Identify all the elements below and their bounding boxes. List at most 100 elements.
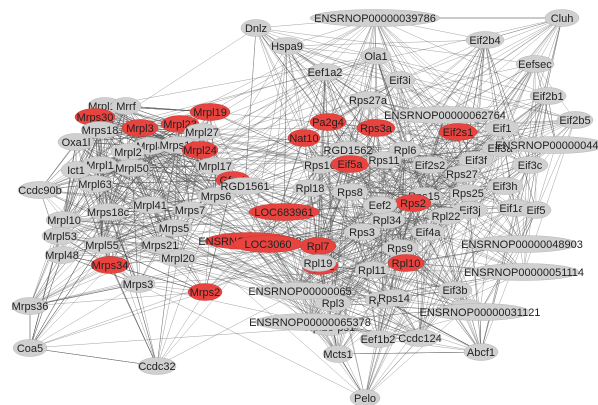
network-edge	[480, 243, 523, 353]
network-node: Rpl18	[292, 179, 328, 197]
node-ellipse	[292, 179, 328, 197]
network-edge	[61, 209, 191, 256]
node-ellipse	[44, 246, 80, 264]
node-label: Cluh	[551, 13, 574, 25]
node-label: Rpl22	[432, 211, 461, 223]
network-edge	[29, 291, 206, 349]
network-edge	[286, 45, 481, 313]
node-label: LOC683961	[254, 207, 313, 219]
network-node: Mrps6	[196, 187, 236, 205]
node-ellipse	[366, 151, 402, 169]
node-label: Rps14	[378, 293, 410, 305]
node-label: Eif3h	[492, 181, 517, 193]
node-ellipse	[362, 196, 398, 214]
node-label: Eif1	[493, 123, 512, 135]
network-node: Rpl11	[354, 261, 390, 279]
network-node: ENSRNOP00000039786	[309, 9, 441, 27]
node-ellipse	[309, 113, 347, 131]
node-ellipse	[110, 97, 142, 115]
node-label: Eif2s2	[415, 160, 446, 172]
node-label: Rpl11	[358, 265, 386, 277]
network-node: Rps2	[394, 194, 432, 212]
network-edge	[374, 17, 377, 129]
node-label: Mrps18c	[87, 207, 130, 219]
node-label: ENSRNOP00000039786	[314, 13, 436, 25]
node-ellipse	[90, 256, 130, 274]
node-ellipse	[411, 156, 449, 174]
network-node: Ccdc90b	[17, 181, 63, 199]
node-label: Rpl19	[304, 258, 333, 270]
network-edge	[104, 105, 425, 197]
node-ellipse	[468, 263, 580, 281]
network-node: Mrpl10	[45, 211, 83, 229]
network-edge	[349, 163, 471, 211]
network-edge	[209, 111, 425, 197]
node-label: Nat10	[289, 133, 318, 145]
node-ellipse	[158, 249, 198, 267]
node-ellipse	[287, 129, 321, 147]
network-node: Eif2b5	[556, 111, 594, 129]
node-label: ENSRNOP00000062764	[384, 110, 506, 122]
network-node: Eif5a	[330, 155, 370, 173]
network-edge	[63, 219, 395, 299]
node-ellipse	[57, 133, 95, 151]
network-edge	[249, 164, 321, 242]
network-node: Mrpl19	[189, 103, 231, 121]
network-edge	[255, 27, 377, 57]
network-edge	[501, 63, 536, 129]
node-ellipse	[343, 223, 381, 241]
network-node: Mrpl48	[44, 246, 80, 264]
node-label: Mrpl27	[185, 127, 219, 139]
network-edge	[137, 283, 158, 367]
node-label: Eif5	[527, 205, 546, 217]
node-label: Rps16	[304, 160, 336, 172]
node-label: Rps9	[387, 243, 413, 255]
node-ellipse	[141, 236, 179, 254]
network-edge	[101, 187, 311, 246]
node-label: Mrpl48	[45, 250, 79, 262]
network-edge	[375, 55, 501, 149]
node-ellipse	[331, 183, 369, 201]
network-edge	[75, 141, 366, 399]
network-edge	[364, 127, 503, 399]
node-ellipse	[529, 87, 567, 105]
node-ellipse	[113, 159, 151, 177]
network-edge	[131, 167, 319, 247]
node-label: Mrpl10	[47, 215, 81, 227]
network-edge	[349, 17, 563, 165]
network-edge	[317, 191, 351, 247]
network-edge	[29, 244, 103, 349]
node-label: Mrpl2	[114, 147, 142, 159]
node-label: Rps27a	[349, 95, 388, 107]
node-label: Ccdc124	[398, 333, 441, 345]
network-node: Eef1b2	[359, 330, 397, 348]
node-label: Mcts1	[323, 349, 352, 361]
network-node: Mrps5	[155, 219, 193, 237]
node-ellipse	[389, 106, 501, 124]
node-ellipse	[466, 235, 578, 253]
node-ellipse	[458, 151, 494, 169]
node-label: Pa2g4	[312, 117, 344, 129]
network-edge	[317, 262, 482, 353]
node-ellipse	[349, 389, 381, 405]
network-node: Mrps2	[187, 283, 223, 301]
node-label: Mrpl63	[78, 179, 112, 191]
network-node: Dnlz	[240, 19, 272, 37]
node-ellipse	[556, 111, 594, 129]
network-edge	[286, 45, 349, 151]
network-node: Hspa9	[269, 37, 305, 55]
node-ellipse	[189, 103, 231, 121]
network-edge	[469, 39, 486, 211]
network-node: Rps3a	[356, 119, 396, 137]
node-ellipse	[17, 181, 63, 199]
node-ellipse	[410, 223, 446, 241]
node-label: Rps27	[446, 169, 478, 181]
node-ellipse	[183, 123, 221, 141]
node-ellipse	[354, 261, 390, 279]
network-node: Eif3h	[486, 177, 524, 195]
network-node: Mrps7	[172, 201, 208, 219]
node-label: Mrpl50	[115, 163, 149, 175]
network-edge	[286, 39, 486, 47]
network-edge	[324, 71, 385, 161]
network-node: Eif2s1	[438, 123, 478, 141]
